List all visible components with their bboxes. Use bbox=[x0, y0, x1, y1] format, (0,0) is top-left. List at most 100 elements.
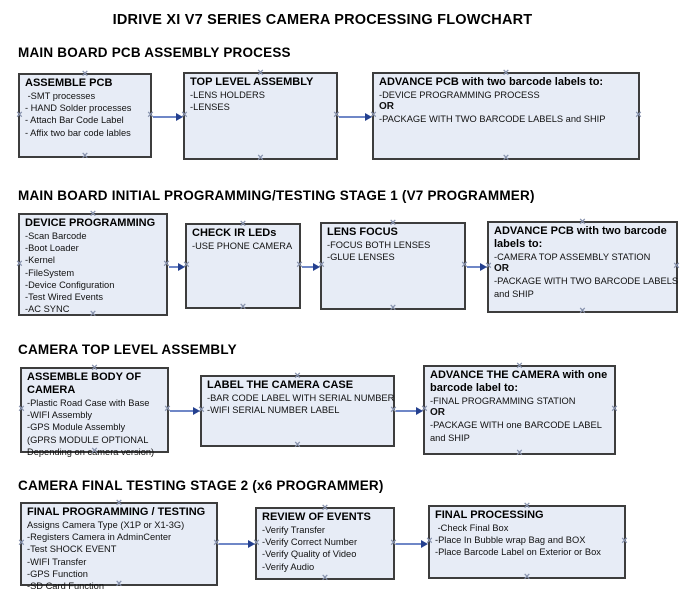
section-heading: CAMERA FINAL TESTING STAGE 2 (x6 PROGRAM… bbox=[18, 478, 384, 493]
section-heading: CAMERA TOP LEVEL ASSEMBLY bbox=[18, 342, 237, 357]
flow-box-line: -Test SHOCK EVENT bbox=[27, 544, 117, 555]
flow-box-line: -WIFI SERIAL NUMBER LABEL bbox=[207, 405, 340, 416]
flow-box-line: -Device Configuration bbox=[25, 279, 115, 290]
flow-box-line: Assigns Camera Type (X1P or X1-3G) bbox=[27, 520, 185, 530]
flow-box-line: OR bbox=[494, 263, 509, 275]
page-title: IDRIVE XI V7 SERIES CAMERA PROCESSING FL… bbox=[112, 12, 533, 28]
flow-box-line: and SHIP bbox=[430, 432, 470, 443]
flow-box: REVIEW OF EVENTS-Verify Transfer-Verify … bbox=[253, 503, 396, 584]
flow-box-line: -PACKAGE WITH TWO BARCODE LABELS and SHI… bbox=[379, 114, 606, 125]
connection-point-icon: × bbox=[18, 403, 25, 415]
flow-box-line: -Verify Correct Number bbox=[262, 537, 358, 548]
flow-box-title: ADVANCE PCB with two barcode labels to: bbox=[379, 76, 604, 88]
flow-box: ADVANCE THE CAMERA with one barcode labe… bbox=[421, 361, 618, 459]
flow-box: LENS FOCUS -FOCUS BOTH LENSES -GLUE LENSES… bbox=[318, 218, 467, 314]
flow-box-line: -Test Wired Events bbox=[25, 292, 104, 303]
flow-box-title: DEVICE PROGRAMMING bbox=[25, 217, 156, 229]
flow-box-line: -SD Card Function bbox=[27, 581, 104, 592]
flow-box-title: ADVANCE THE CAMERA with one barcode labe… bbox=[430, 369, 608, 394]
connection-point-icon: × bbox=[18, 537, 25, 549]
connection-point-icon: × bbox=[81, 150, 89, 162]
connection-point-icon: × bbox=[257, 152, 264, 164]
flow-box-line: -Plastic Road Case with Base bbox=[27, 398, 150, 408]
flow-box-line: -Verify Audio bbox=[262, 561, 315, 572]
section-heading: MAIN BOARD INITIAL PROGRAMMING/TESTING S… bbox=[18, 188, 535, 203]
flow-box-line: - Attach Bar Code Label bbox=[25, 115, 124, 126]
arrow-line bbox=[153, 116, 178, 118]
arrow-line bbox=[396, 410, 418, 412]
arrow-line bbox=[467, 266, 482, 268]
connector-arrow bbox=[169, 406, 200, 416]
flow-box-line: Depending on camera version) bbox=[27, 446, 155, 457]
flow-box: ADVANCE PCB with two barcode labels to: -… bbox=[370, 68, 641, 164]
flow-box: TOP LEVEL ASSEMBLY-LENS HOLDERS-LENSES××… bbox=[181, 68, 339, 164]
arrow-head-icon bbox=[365, 112, 372, 121]
flow-box-title: TOP LEVEL ASSEMBLY bbox=[190, 76, 314, 88]
connection-point-icon: × bbox=[621, 535, 628, 547]
arrow-head-icon bbox=[193, 406, 200, 415]
flow-box-line: OR bbox=[379, 101, 394, 113]
flow-box: LABEL THE CAMERA CASE-BAR CODE LABEL WIT… bbox=[198, 371, 396, 451]
section-heading: MAIN BOARD PCB ASSEMBLY PROCESS bbox=[18, 45, 291, 60]
flow-box-line: -Registers Camera in AdminCenter bbox=[27, 532, 172, 543]
flow-box-line: (GPRS MODULE OPTIONAL bbox=[27, 434, 149, 445]
flow-box-line: -FileSystem bbox=[25, 267, 75, 278]
flow-box-title: FINAL PROGRAMMING / TESTING bbox=[27, 506, 206, 518]
flow-box-line: -CAMERA TOP ASSEMBLY STATION bbox=[494, 252, 651, 262]
flow-box-line: -PACKAGE WITH TWO BARCODE LABELS bbox=[494, 276, 679, 287]
flow-box-line: -Scan Barcode bbox=[25, 231, 87, 241]
arrow-line bbox=[170, 410, 195, 412]
arrow-head-icon bbox=[178, 262, 185, 271]
arrow-head-icon bbox=[176, 112, 183, 121]
arrow-head-icon bbox=[416, 406, 423, 415]
flow-box-line: -Boot Loader bbox=[25, 243, 79, 254]
arrow-line bbox=[169, 266, 180, 268]
flow-box: ADVANCE PCB with two barcode labels to: -… bbox=[485, 217, 680, 317]
flow-box-line: and SHIP bbox=[494, 288, 534, 299]
connection-point-icon: × bbox=[321, 572, 329, 584]
flow-box-title: ADVANCE PCB with two barcode labels to: bbox=[494, 225, 667, 250]
flow-box-line: -Place Barcode Label on Exterior or Box bbox=[435, 547, 601, 558]
flow-box: FINAL PROCESSING -Check Final Box-Place … bbox=[426, 501, 628, 583]
arrow-head-icon bbox=[248, 539, 255, 548]
flow-box: FINAL PROGRAMMING / TESTING Assigns Camer… bbox=[18, 498, 219, 592]
flow-box-line: -WIFI Transfer bbox=[27, 556, 87, 567]
flow-box-title: LABEL THE CAMERA CASE bbox=[207, 379, 354, 391]
flow-box-line: -AC SYNC bbox=[25, 304, 70, 315]
flow-box-title: FINAL PROCESSING bbox=[435, 509, 544, 521]
arrow-line bbox=[302, 266, 315, 268]
connection-point-icon: × bbox=[673, 260, 680, 272]
flow-box-line: -Kernel bbox=[25, 255, 55, 266]
flow-box-line: -FOCUS BOTH LENSES bbox=[327, 240, 431, 250]
flow-box-line: -GLUE LENSES bbox=[327, 252, 395, 263]
flow-box-line: -DEVICE PROGRAMMING PROCESS bbox=[379, 90, 540, 100]
flow-box-title: ASSEMBLE PCB bbox=[25, 77, 113, 89]
flow-box-line: -FINAL PROGRAMMING STATION bbox=[430, 396, 576, 406]
flow-box-line: -PACKAGE WITH one BARCODE LABEL bbox=[430, 420, 602, 431]
connector-arrow bbox=[301, 262, 320, 272]
arrow-line bbox=[396, 543, 423, 545]
flow-box-line: -LENSES bbox=[190, 102, 230, 113]
connector-arrow bbox=[338, 112, 372, 122]
arrow-line bbox=[339, 116, 367, 118]
flow-box-line: - HAND Solder processes bbox=[25, 103, 132, 114]
connection-point-icon: × bbox=[16, 257, 23, 270]
flow-box: CHECK IR LEDs-USE PHONE CAMERA×××× bbox=[183, 219, 302, 313]
flow-box-title: ASSEMBLE BODY OF CAMERA bbox=[27, 371, 142, 396]
flow-box-line: -GPS Module Assembly bbox=[27, 422, 126, 433]
connection-point-icon: × bbox=[611, 403, 618, 415]
flow-box: DEVICE PROGRAMMING -Scan Barcode -Boot Loa… bbox=[16, 209, 169, 320]
connector-arrow bbox=[152, 112, 183, 122]
connector-arrow bbox=[168, 262, 185, 272]
arrow-line bbox=[219, 543, 250, 545]
connection-point-icon: × bbox=[516, 447, 523, 459]
flow-box-line: -USE PHONE CAMERA bbox=[192, 241, 293, 251]
arrow-head-icon bbox=[421, 539, 428, 548]
flow-box-title: LENS FOCUS bbox=[327, 226, 398, 238]
connector-arrow bbox=[466, 262, 487, 272]
arrow-head-icon bbox=[313, 262, 320, 271]
connection-point-icon: × bbox=[16, 108, 23, 121]
arrow-head-icon bbox=[480, 262, 487, 271]
flow-box-line: OR bbox=[430, 407, 445, 419]
